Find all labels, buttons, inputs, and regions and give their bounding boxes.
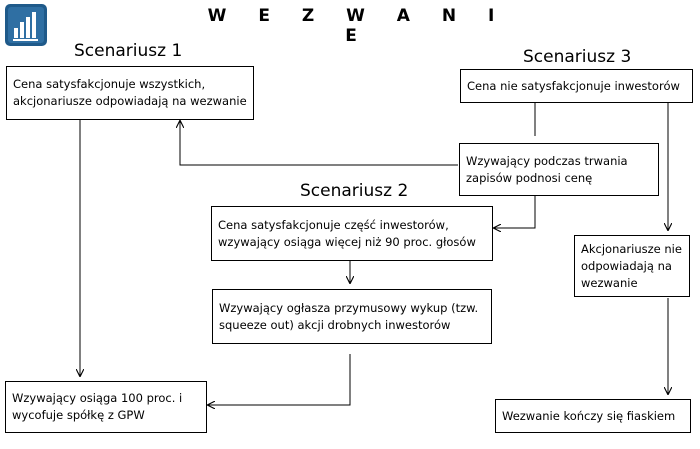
- box-raise-price: Wzywający podczas trwania zapisów podnos…: [459, 143, 659, 196]
- box-price-satisfies-part: Cena satysfakcjonuje część inwestorów, w…: [211, 206, 493, 261]
- heading-scenario-3: Scenariusz 3: [523, 47, 632, 67]
- arrow-raise-to-s2: [494, 196, 536, 228]
- box-reach-100-delist: Wzywający osiąga 100 proc. i wycofuje sp…: [5, 381, 207, 433]
- arrow-squeeze-to-delist: [208, 354, 351, 405]
- box-price-not-satisfying: Cena nie satysfakcjonuje inwestorów: [460, 69, 693, 103]
- heading-scenario-1: Scenariusz 1: [74, 41, 183, 61]
- arrow-raise-to-s1: [180, 121, 458, 166]
- box-price-satisfies-all: Cena satysfakcjonuje wszystkich, akcjona…: [6, 66, 254, 120]
- page-title: W E Z W A N I E: [207, 6, 508, 46]
- box-no-response: Akcjonariusze nie odpowiadają na wezwani…: [574, 235, 690, 297]
- box-squeeze-out: Wzywający ogłasza przymusowy wykup (tzw.…: [212, 289, 492, 344]
- box-tender-fails: Wezwanie kończy się fiaskiem: [495, 399, 691, 433]
- bar-chart-icon: [5, 4, 47, 46]
- heading-scenario-2: Scenariusz 2: [300, 181, 409, 201]
